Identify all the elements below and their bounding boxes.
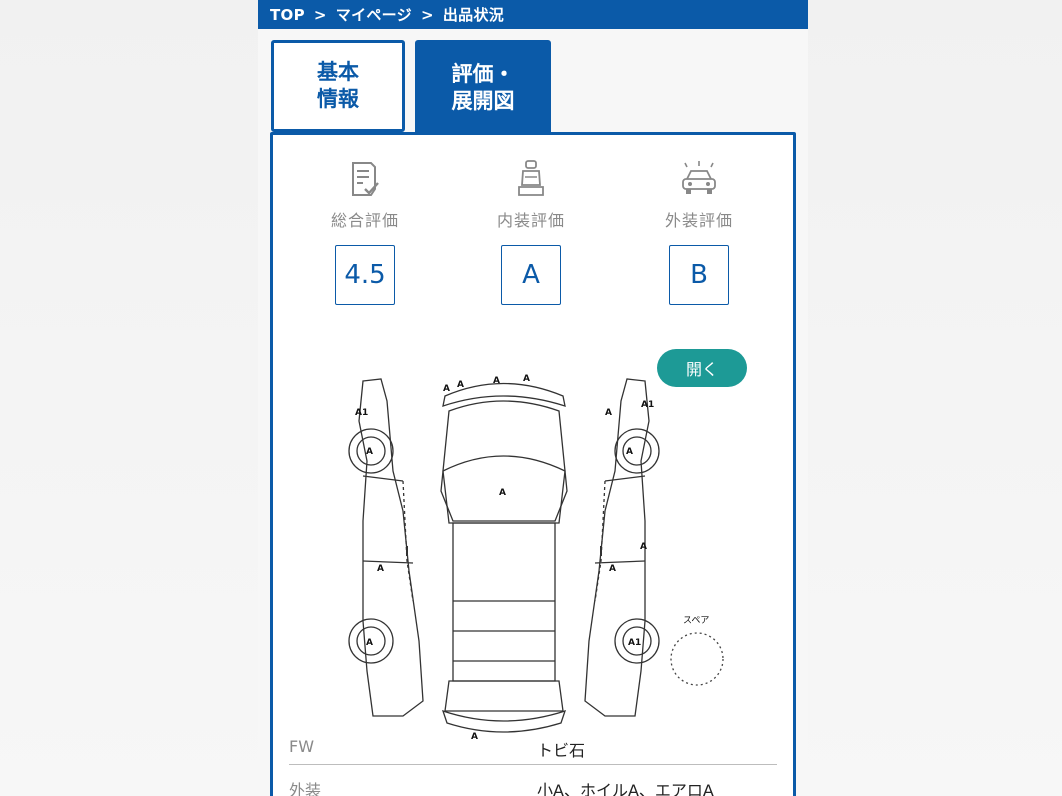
interior-score-value: A <box>501 245 561 305</box>
exterior-score-value: B <box>669 245 729 305</box>
interior-score: 内装評価 A <box>451 155 611 305</box>
overall-score-label: 総合評価 <box>330 211 399 230</box>
phone-screen: TOP > マイページ > 出品状況 基本 情報 評価・ 展開図 総合評価 <box>258 0 808 796</box>
damage-mark: A <box>471 732 478 742</box>
damage-mark: A1 <box>641 400 654 410</box>
detail-key: FW <box>289 737 315 756</box>
damage-mark: A <box>457 380 464 390</box>
detail-key: 外装 <box>289 781 322 796</box>
hood <box>440 400 568 522</box>
damage-mark: A <box>493 376 500 386</box>
damage-mark: A <box>366 447 373 457</box>
interior-score-label: 内装評価 <box>496 211 565 230</box>
right-front-wheel <box>614 428 660 474</box>
breadcrumb: TOP > マイページ > 出品状況 <box>258 0 808 29</box>
right-side-outline <box>584 378 650 717</box>
damage-mark: A <box>523 374 530 384</box>
breadcrumb-listing-status: 出品状況 <box>442 6 505 24</box>
damage-mark: A <box>626 447 633 457</box>
damage-mark: A <box>640 542 647 552</box>
car-seat-icon <box>451 155 611 201</box>
breadcrumb-mypage[interactable]: マイページ <box>335 6 412 24</box>
tab-evaluation-label-line1: 評価・ <box>451 62 515 86</box>
damage-mark: A <box>605 408 612 418</box>
damage-mark: A1 <box>628 638 641 648</box>
rear-bumper <box>441 709 567 733</box>
damage-mark: A <box>377 564 384 574</box>
exterior-score-label: 外装評価 <box>664 211 733 230</box>
damage-mark: A <box>499 488 506 498</box>
sparkling-car-icon <box>619 155 779 201</box>
left-rear-wheel <box>348 618 394 664</box>
car-damage-diagram: スペア A1 A A A A A A A A A A A1 A A A A1 <box>323 371 743 755</box>
roof <box>452 522 556 682</box>
spare-label: スペア <box>683 616 709 626</box>
detail-value: トビ石 <box>537 741 586 760</box>
document-check-icon <box>285 155 445 201</box>
overall-score-value: 4.5 <box>335 245 395 305</box>
left-side-outline <box>358 378 424 717</box>
exterior-score: 外装評価 B <box>619 155 779 305</box>
tab-evaluation[interactable]: 評価・ 展開図 <box>415 40 551 136</box>
tab-evaluation-label-line2: 展開図 <box>451 89 515 113</box>
spare-tire <box>670 632 724 686</box>
tab-basic-info-label-line2: 情報 <box>317 87 359 111</box>
damage-mark: A <box>443 384 450 394</box>
damage-mark: A <box>366 638 373 648</box>
front-bumper <box>442 382 566 407</box>
damage-mark: A <box>609 564 616 574</box>
overall-score: 総合評価 4.5 <box>285 155 445 305</box>
breadcrumb-separator: > <box>420 5 434 24</box>
open-button[interactable]: 開く <box>657 349 747 387</box>
breadcrumb-separator: > <box>313 5 327 24</box>
trunk <box>444 680 564 712</box>
evaluation-panel: 総合評価 4.5 内装評価 A <box>270 132 796 796</box>
detail-value: 小A、ホイルA、エアロA <box>537 781 714 796</box>
breadcrumb-top[interactable]: TOP <box>270 5 305 24</box>
divider <box>289 764 777 765</box>
damage-mark: A1 <box>355 408 368 418</box>
tab-basic-info[interactable]: 基本 情報 <box>271 40 405 132</box>
left-front-wheel <box>348 428 394 474</box>
tab-basic-info-label-line1: 基本 <box>317 60 359 84</box>
right-rear-wheel <box>614 618 660 664</box>
